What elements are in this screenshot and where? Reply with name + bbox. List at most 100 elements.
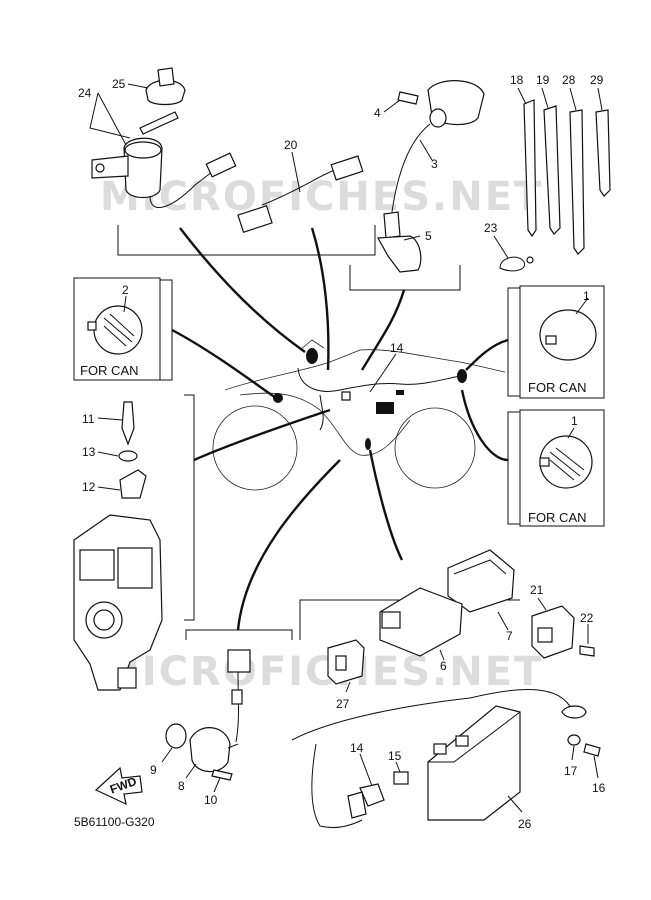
leader-3	[419, 139, 433, 161]
link-coil	[360, 289, 406, 371]
harness-connector-b	[396, 390, 404, 395]
cable-ties-group: 18 19 28 29 23	[484, 73, 611, 272]
carburetor-float-bowl	[117, 547, 153, 589]
callout-24: 24	[78, 86, 92, 100]
screw-10	[211, 769, 233, 781]
callout-16: 16	[592, 781, 606, 795]
bracket-carburetor	[184, 394, 195, 621]
leader-7	[497, 611, 509, 631]
reflector-2-stud	[87, 321, 97, 331]
negative-lead	[469, 689, 573, 711]
neutral-connector	[227, 649, 251, 673]
front-wheel-outline	[212, 405, 298, 491]
cdi-unit-marker	[376, 402, 394, 414]
leader-18	[517, 87, 527, 105]
bracket-hole	[95, 163, 105, 173]
link-can-right-top	[465, 338, 509, 371]
link-neutral-switch	[236, 459, 341, 631]
can-label-right-bottom: FOR CAN	[528, 510, 587, 525]
watermark-bottom: MICROFICHES.NET	[100, 649, 543, 695]
callout-1a: 1	[583, 289, 590, 303]
battery-terminal-neg	[455, 735, 469, 747]
leader-20	[291, 151, 301, 193]
bolt-22	[579, 645, 595, 657]
leader-13	[97, 451, 119, 457]
reflector-1b-stud	[539, 457, 550, 467]
neutral-lead-end	[227, 743, 239, 749]
plug-cap-body	[377, 235, 422, 273]
neutral-lead-grommet	[231, 689, 243, 705]
bracket-top-left	[117, 225, 376, 256]
main-switch-group: 24 25	[78, 67, 376, 256]
o-ring-9	[165, 723, 187, 749]
bike-frame-top	[224, 349, 506, 391]
callout-29: 29	[590, 73, 604, 87]
leader-9	[161, 747, 173, 763]
callout-3: 3	[431, 157, 438, 171]
sub-lead-wire	[261, 169, 336, 206]
leader-10	[213, 777, 221, 793]
fuse-15	[393, 771, 409, 785]
battery-wire-top	[291, 697, 471, 741]
callout-7: 7	[506, 629, 513, 643]
bolt-16	[583, 743, 601, 757]
callout-26: 26	[518, 817, 532, 831]
reflector-1a	[539, 309, 597, 361]
washer-13	[118, 450, 138, 462]
harness-wire-main	[297, 367, 461, 392]
callout-18: 18	[510, 73, 524, 87]
leader-24b	[89, 92, 131, 139]
main-switch-face	[124, 141, 162, 159]
sub-lead-connector-b	[330, 155, 364, 181]
callout-2: 2	[122, 283, 129, 297]
battery-26	[427, 705, 521, 821]
callout-12: 12	[82, 480, 96, 494]
cable-tie-28	[569, 109, 585, 255]
reflector-2-pattern	[103, 313, 135, 347]
leader-29	[597, 87, 603, 111]
high-tension-lead	[391, 123, 431, 213]
callout-13: 13	[82, 445, 96, 459]
leader-21	[537, 597, 547, 611]
cover-7-rim	[453, 559, 507, 575]
callout-5: 5	[425, 229, 432, 243]
leader-25	[127, 83, 149, 89]
leader-14b	[359, 753, 373, 787]
spark-plug-11	[121, 401, 135, 446]
leader-12	[97, 486, 121, 491]
link-can-left	[171, 328, 277, 399]
reflector-1b-pattern	[549, 447, 585, 481]
cable-tie-29	[595, 109, 611, 197]
leader-27	[345, 681, 351, 693]
coil-terminal	[429, 108, 447, 128]
callout-9: 9	[150, 763, 157, 777]
callout-28: 28	[562, 73, 576, 87]
watermark-top: MICROFICHES.NET	[100, 174, 543, 220]
callout-25: 25	[112, 77, 126, 91]
can-box-left-bracket	[160, 279, 173, 381]
callout-14a: 14	[390, 341, 404, 355]
reflector-mount-left	[273, 393, 283, 403]
screw-4	[397, 91, 419, 105]
leader-8	[185, 763, 197, 779]
can-box-right-top: 1 FOR CAN	[507, 285, 605, 399]
harness-connector-a	[341, 391, 351, 401]
battery-wire-loop	[311, 743, 363, 829]
leader-14a	[369, 353, 397, 393]
switch-lead	[149, 171, 213, 208]
leader-5	[403, 235, 421, 241]
neutral-switch-8	[189, 727, 231, 773]
leader-4	[383, 99, 401, 113]
callout-6: 6	[440, 659, 447, 673]
leader-28	[569, 87, 577, 111]
diagram-code: 5B61100-G320	[74, 815, 155, 829]
ignition-coil-group: 4 3 5	[349, 80, 485, 291]
callout-4: 4	[374, 106, 381, 120]
can-label-right-top: FOR CAN	[528, 380, 587, 395]
sub-lead-group: 20	[237, 138, 364, 233]
carburetor-chamber	[79, 549, 115, 581]
leader-16	[593, 755, 599, 779]
bracket-12	[119, 469, 147, 499]
cover-7	[447, 549, 515, 613]
